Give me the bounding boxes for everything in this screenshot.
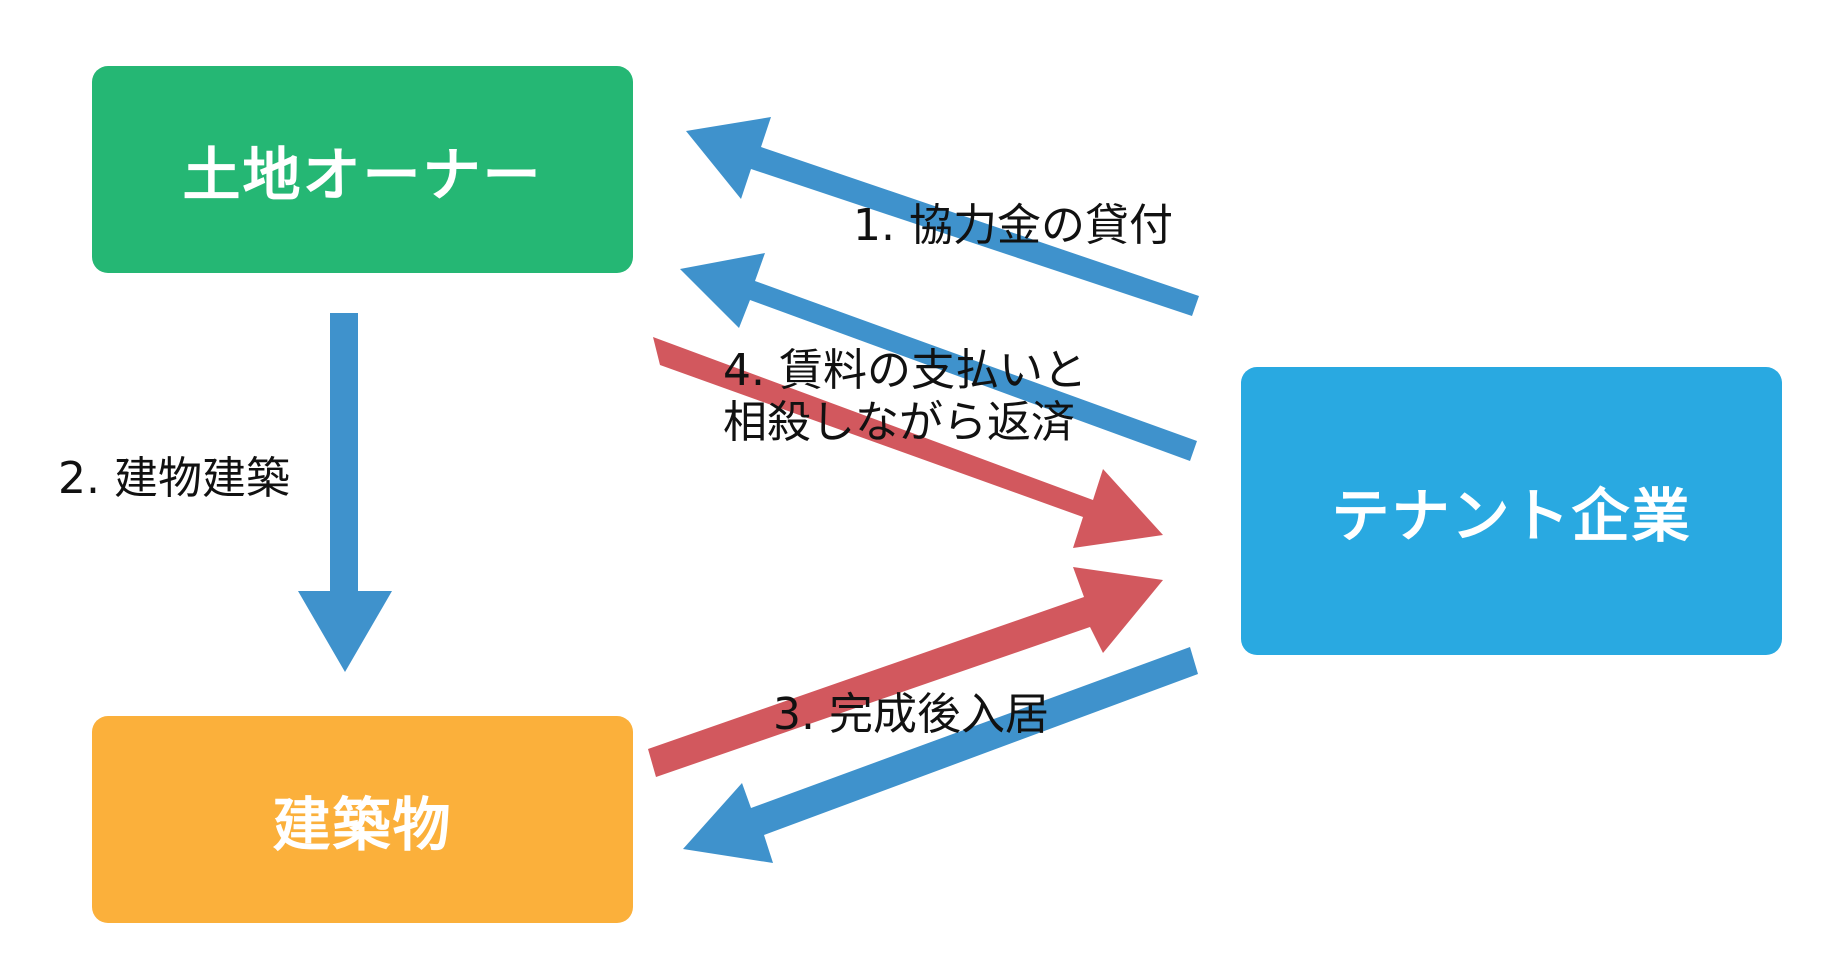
node-tenant-company: テナント企業: [1241, 367, 1782, 655]
node-tenant-company-label: テナント企業: [1331, 482, 1692, 550]
node-land-owner-label: 土地オーナー: [182, 140, 543, 209]
label-move-in: 3. 完成後入居: [773, 689, 1049, 740]
label-construction: 2. 建物建築: [58, 453, 290, 504]
arrow-loan: [686, 117, 1199, 316]
arrow-return-to-building: [683, 647, 1198, 863]
node-land-owner: 土地オーナー: [92, 66, 633, 273]
node-building: 建築物: [92, 716, 633, 923]
label-repayment: 4. 賃料の支払いと 相殺しながら返済: [723, 345, 1087, 449]
label-repayment-line1: 4. 賃料の支払いと: [723, 345, 1087, 396]
arrow-move-in: [648, 567, 1163, 777]
arrow-repay-to-owner: [680, 253, 1197, 461]
arrow-rent-payment: [653, 337, 1163, 548]
arrow-construction: [298, 313, 392, 672]
label-repayment-line2: 相殺しながら返済: [723, 397, 1075, 448]
node-building-label: 建築物: [272, 790, 453, 859]
label-loan: 1. 協力金の貸付: [853, 200, 1173, 251]
